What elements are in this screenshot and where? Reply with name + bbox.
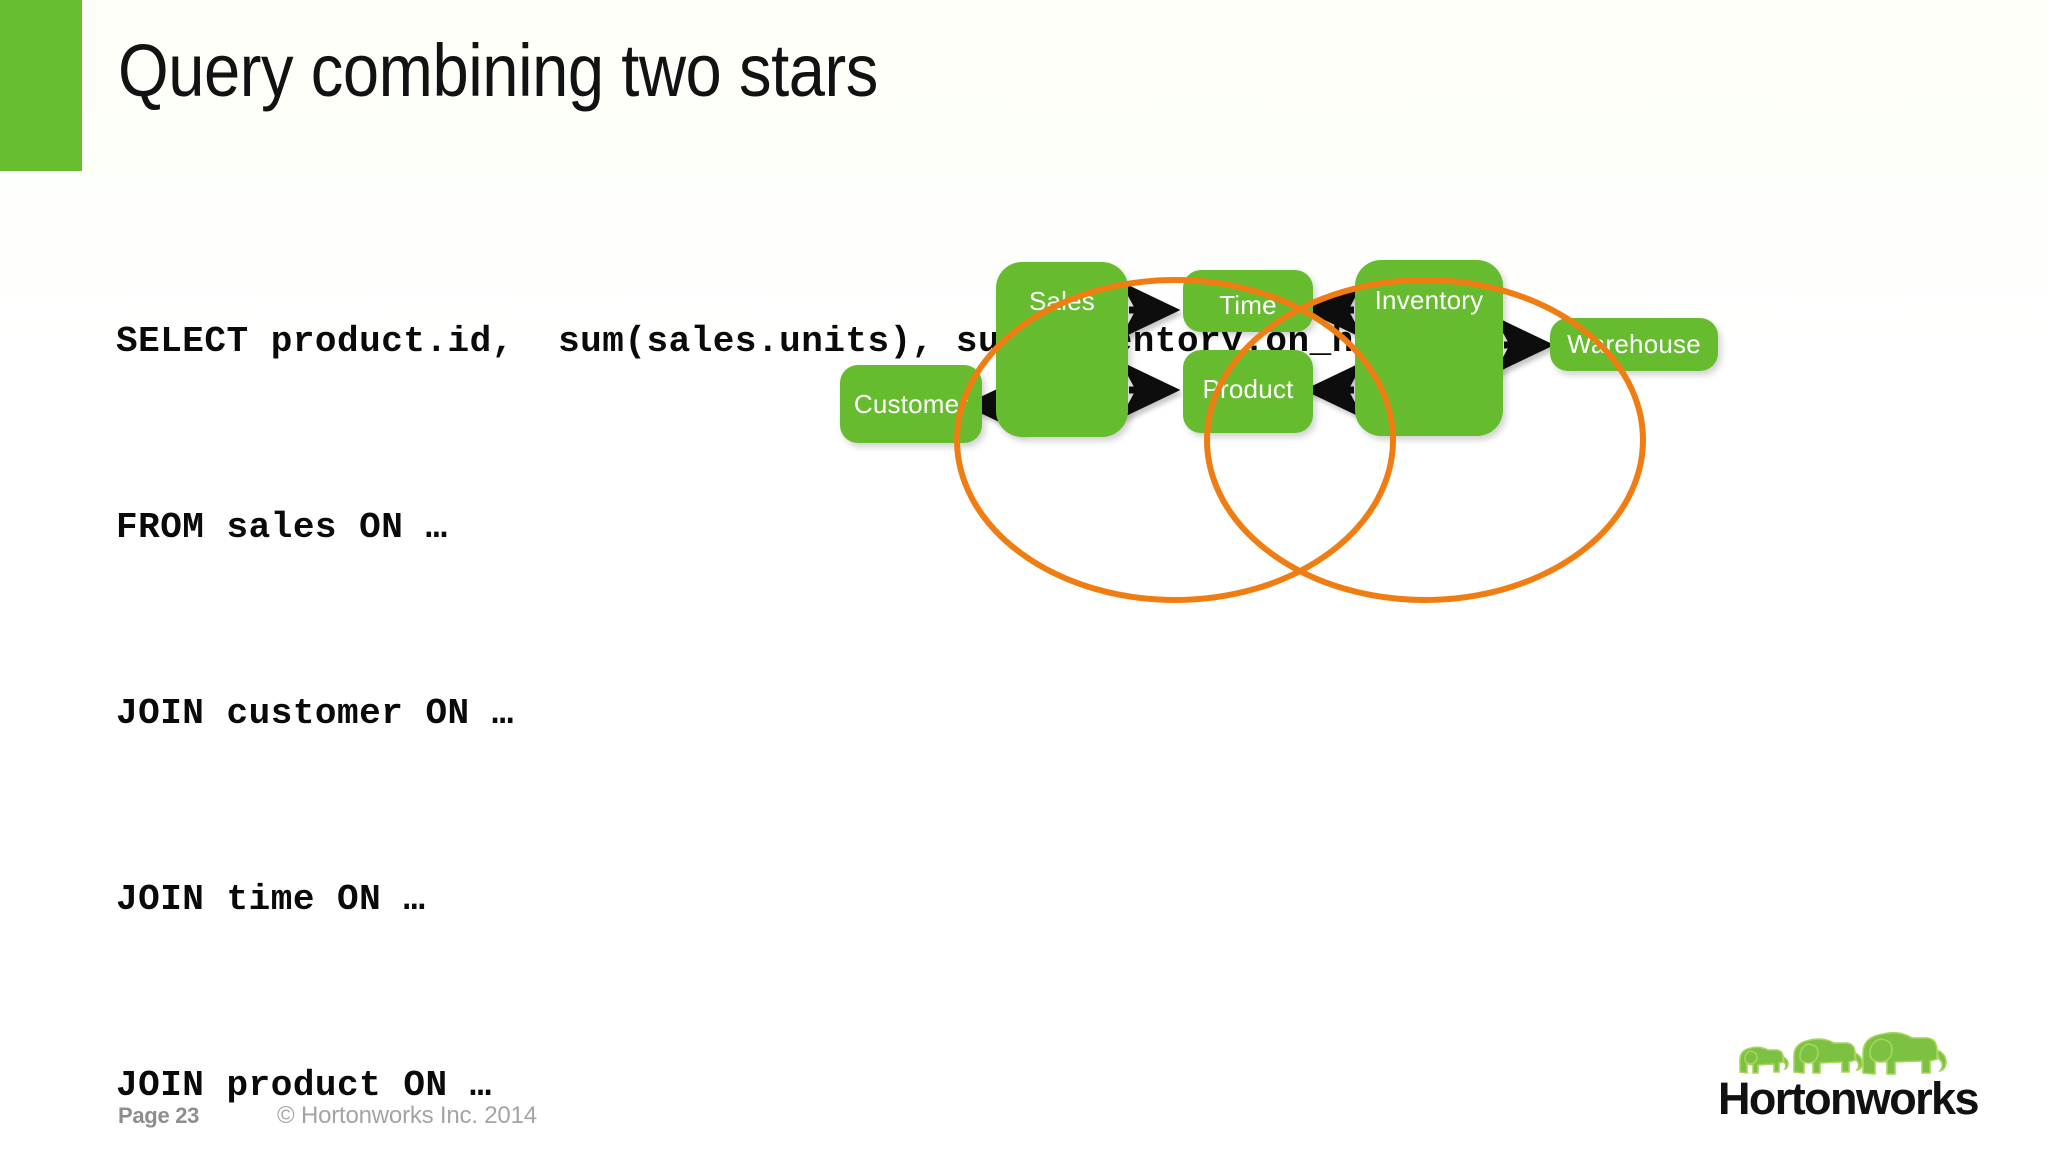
- page-title: Query combining two stars: [118, 29, 878, 112]
- code-line-4: JOIN time ON …: [116, 879, 426, 920]
- code-line-5: JOIN product ON …: [116, 1065, 492, 1106]
- entity-label-customer: Customer: [853, 388, 969, 419]
- entity-box-customer[interactable]: Customer: [840, 365, 982, 443]
- entity-label-product: Product: [1202, 374, 1294, 404]
- footer-copyright: © Hortonworks Inc. 2014: [277, 1102, 537, 1129]
- entity-box-product[interactable]: Product: [1183, 350, 1313, 433]
- elephant-herd-icon: [1739, 1032, 1947, 1075]
- entity-label-time: Time: [1219, 290, 1277, 320]
- entity-box-sales[interactable]: Sales: [996, 262, 1128, 437]
- code-line-2: FROM sales ON …: [116, 507, 448, 548]
- entity-label-inventory: Inventory: [1374, 285, 1484, 315]
- entity-label-warehouse: Warehouse: [1567, 329, 1701, 359]
- hortonworks-logo: Hortonworks: [1718, 1032, 1980, 1121]
- entity-box-inventory[interactable]: Inventory: [1355, 260, 1503, 436]
- footer-page-number: Page 23: [118, 1103, 200, 1128]
- entity-label-sales: Sales: [1028, 286, 1096, 316]
- title-accent-bar: [0, 0, 82, 171]
- star-schema-diagram: Customer Sales Time Product Inventory Wa…: [820, 260, 2030, 620]
- code-line-3: JOIN customer ON …: [116, 693, 514, 734]
- logo-wordmark: Hortonworks: [1718, 1073, 1980, 1124]
- entity-box-time[interactable]: Time: [1183, 270, 1313, 332]
- entity-box-warehouse[interactable]: Warehouse: [1550, 318, 1718, 371]
